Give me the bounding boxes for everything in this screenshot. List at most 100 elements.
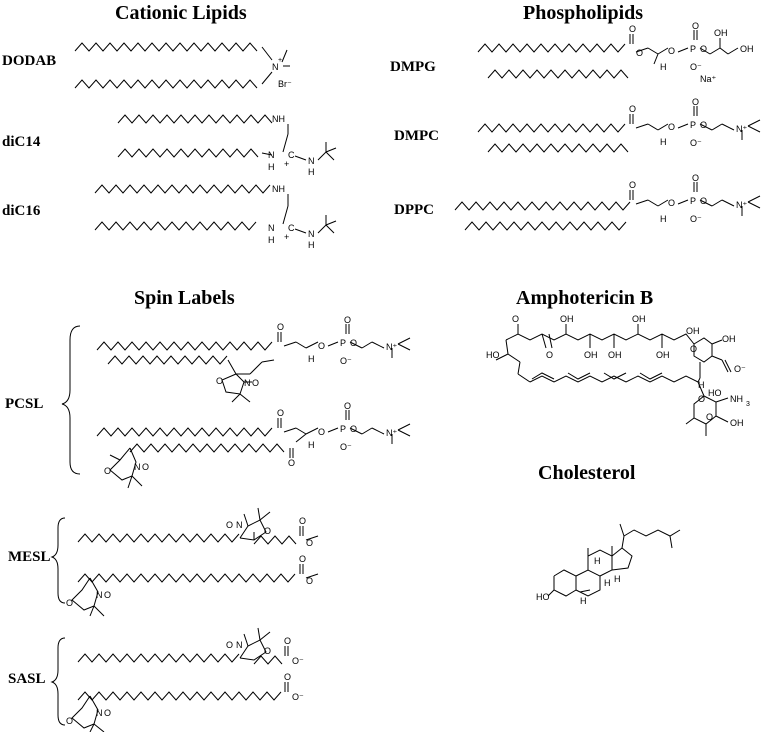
svg-text:O: O	[668, 46, 675, 56]
svg-text:N⁺: N⁺	[386, 428, 397, 438]
svg-text:O: O	[142, 462, 149, 472]
svg-text:O: O	[698, 394, 705, 404]
svg-text:O: O	[700, 196, 707, 206]
svg-text:P: P	[690, 120, 696, 130]
svg-text:O: O	[264, 646, 271, 656]
dic16-nh-atom: NH	[272, 184, 285, 194]
svg-text:O: O	[692, 173, 699, 183]
dodab-structure	[74, 42, 290, 89]
label-pcsl: PCSL	[5, 396, 44, 412]
svg-text:+: +	[278, 57, 282, 64]
svg-text:O⁻: O⁻	[340, 442, 352, 452]
mesl-structure	[71, 507, 319, 617]
svg-text:OH: OH	[722, 334, 736, 344]
svg-text:O: O	[636, 48, 643, 58]
heading-spin-labels: Spin Labels	[134, 287, 235, 309]
amphotericin-b-structure	[495, 324, 732, 436]
svg-text:3: 3	[746, 401, 750, 408]
svg-text:HO: HO	[486, 350, 500, 360]
svg-text:O: O	[344, 401, 351, 411]
svg-text:H: H	[698, 380, 705, 390]
svg-text:OH: OH	[656, 350, 670, 360]
svg-text:P: P	[690, 196, 696, 206]
label-mesl: MESL	[8, 549, 51, 565]
svg-text:O: O	[66, 716, 73, 726]
svg-text:O: O	[284, 672, 291, 682]
svg-text:N⁺: N⁺	[736, 200, 747, 210]
svg-text:O: O	[668, 122, 675, 132]
svg-text:O: O	[706, 412, 713, 422]
svg-text:OH: OH	[560, 314, 574, 324]
svg-text:H: H	[308, 167, 315, 177]
sasl-structure	[71, 627, 289, 732]
svg-text:N: N	[244, 378, 251, 388]
svg-text:O⁻: O⁻	[340, 356, 352, 366]
svg-text:H: H	[594, 556, 601, 566]
svg-text:NH: NH	[730, 394, 743, 404]
svg-text:H: H	[660, 137, 667, 147]
svg-text:N⁺: N⁺	[736, 124, 747, 134]
heading-amphotericin-b: Amphotericin B	[516, 287, 654, 309]
svg-text:O: O	[546, 350, 553, 360]
svg-text:O: O	[350, 338, 357, 348]
svg-text:HO: HO	[708, 388, 722, 398]
svg-text:O: O	[284, 636, 291, 646]
svg-text:O: O	[264, 526, 271, 536]
dic16-structure	[94, 184, 337, 234]
svg-text:H: H	[308, 354, 315, 364]
svg-text:OH: OH	[608, 350, 622, 360]
pcsl-structure	[96, 324, 411, 489]
svg-text:O: O	[692, 97, 699, 107]
svg-text:O⁻: O⁻	[690, 138, 702, 148]
svg-text:O: O	[700, 44, 707, 54]
svg-text:O: O	[668, 198, 675, 208]
svg-text:N⁺: N⁺	[386, 342, 397, 352]
svg-text:O: O	[700, 120, 707, 130]
svg-text:OH: OH	[686, 326, 700, 336]
label-dic14: diC14	[2, 134, 41, 150]
svg-text:H: H	[308, 240, 315, 250]
svg-text:H: H	[268, 162, 275, 172]
svg-text:OH: OH	[740, 44, 754, 54]
svg-text:N: N	[268, 150, 275, 160]
svg-text:O: O	[690, 344, 697, 354]
label-sasl: SASL	[8, 671, 46, 687]
svg-text:O⁻: O⁻	[690, 62, 702, 72]
svg-text:N: N	[308, 156, 315, 166]
svg-text:O: O	[299, 516, 306, 526]
svg-text:O: O	[104, 708, 111, 718]
label-dmpc: DMPC	[394, 128, 439, 144]
svg-text:O: O	[299, 554, 306, 564]
cholesterol-structure	[547, 523, 681, 597]
svg-text:O: O	[277, 322, 284, 332]
svg-text:OH: OH	[714, 28, 728, 38]
svg-text:N: N	[236, 520, 243, 530]
svg-text:O: O	[318, 341, 325, 351]
svg-text:P: P	[690, 44, 696, 54]
svg-text:OH: OH	[584, 350, 598, 360]
svg-text:C: C	[288, 223, 295, 233]
svg-text:C: C	[288, 150, 295, 160]
svg-text:O: O	[318, 427, 325, 437]
svg-text:N: N	[96, 590, 103, 600]
svg-text:OH: OH	[632, 314, 646, 324]
svg-text:O: O	[252, 378, 259, 388]
svg-text:H: H	[580, 596, 587, 606]
svg-text:N: N	[268, 223, 275, 233]
label-dodab: DODAB	[2, 53, 57, 69]
svg-text:+: +	[284, 159, 289, 169]
svg-text:O: O	[216, 376, 223, 386]
svg-text:N: N	[236, 640, 243, 650]
svg-text:O⁻: O⁻	[734, 364, 746, 374]
svg-text:N: N	[134, 462, 141, 472]
dmpg-structure	[477, 30, 739, 79]
dic14-nh-atom: NH	[272, 114, 285, 124]
svg-text:OH: OH	[730, 418, 744, 428]
svg-text:O: O	[104, 466, 111, 476]
svg-text:O⁻: O⁻	[292, 692, 304, 702]
svg-text:N: N	[308, 229, 315, 239]
heading-cholesterol: Cholesterol	[538, 462, 636, 484]
svg-text:O: O	[226, 520, 233, 530]
dppc-structure	[454, 182, 761, 231]
